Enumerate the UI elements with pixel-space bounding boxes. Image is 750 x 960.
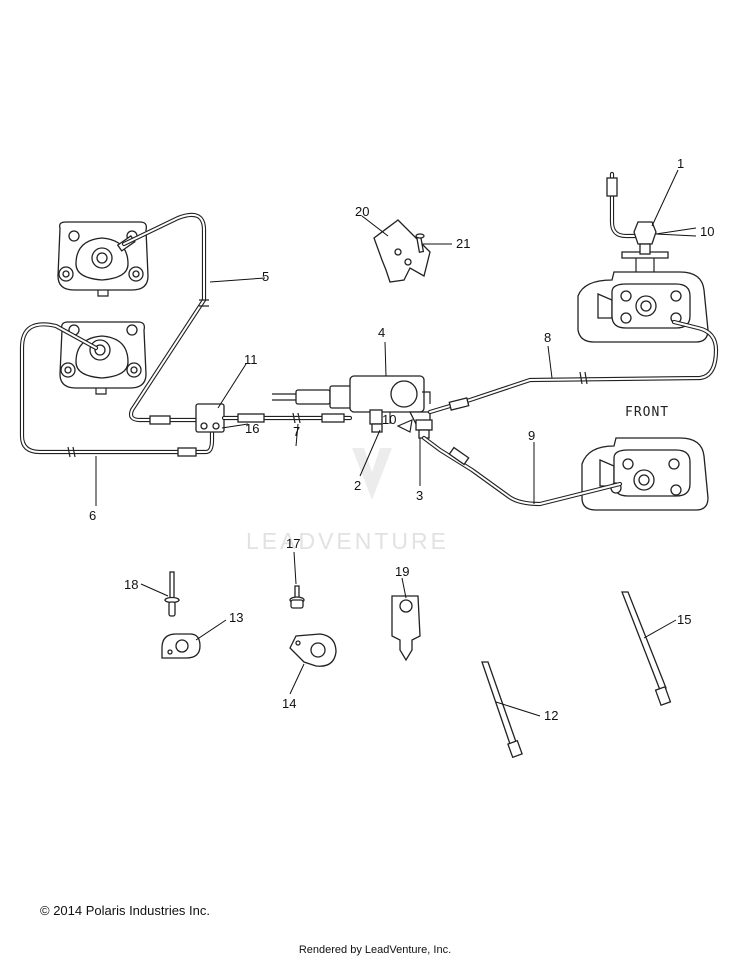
banjo-fitting [606,171,657,255]
brake-line-7 [221,412,353,424]
callout-leaders [95,169,697,717]
rivet [164,571,180,617]
front-right-caliper [581,437,709,511]
brake-line-5 [121,212,209,425]
callout-11: 11 [244,352,258,367]
callout-8: 8 [544,330,551,345]
callout-14: 14 [282,696,296,711]
p-clamp-small [289,633,337,667]
master-cylinder [272,375,431,433]
rear-left-caliper-upper [57,221,149,297]
callout-3: 3 [416,488,423,503]
callout-10-lower: 10 [382,412,396,427]
callout-1: 1 [677,156,684,171]
p-clamp-large [161,633,201,659]
watermark: LEADVENTURE [246,448,449,554]
copyright-notice: © 2014 Polaris Industries Inc. [40,903,210,918]
brake-line-6 [19,322,215,458]
callout-13: 13 [229,610,243,625]
front-label: FRONT [625,405,669,420]
cable-tie-short [481,661,523,759]
callout-17: 17 [286,536,300,551]
brake-fitting [396,419,433,439]
brake-line-8 [427,319,719,415]
front-left-caliper [577,251,709,343]
cable-tie-long [621,591,672,707]
callout-6: 6 [89,508,96,523]
callout-21: 21 [456,236,470,251]
callout-9: 9 [528,428,535,443]
screw [289,585,305,609]
callout-18: 18 [124,577,138,592]
callout-10-upper: 10 [700,224,714,239]
callout-7: 7 [293,424,300,439]
callout-2: 2 [354,478,361,493]
callout-5: 5 [262,269,269,284]
rendered-by-credit: Rendered by LeadVenture, Inc. [298,944,452,956]
watermark-text: LEADVENTURE [246,528,449,554]
brake-line-9 [421,435,623,507]
callout-4: 4 [378,325,385,340]
line-clip [391,595,421,662]
callout-16: 16 [245,421,259,436]
rear-left-caliper-lower [59,321,147,395]
callout-20: 20 [355,204,369,219]
callout-19: 19 [395,564,409,579]
callout-15: 15 [677,612,691,627]
bracket [373,219,431,283]
callout-12: 12 [544,708,558,723]
